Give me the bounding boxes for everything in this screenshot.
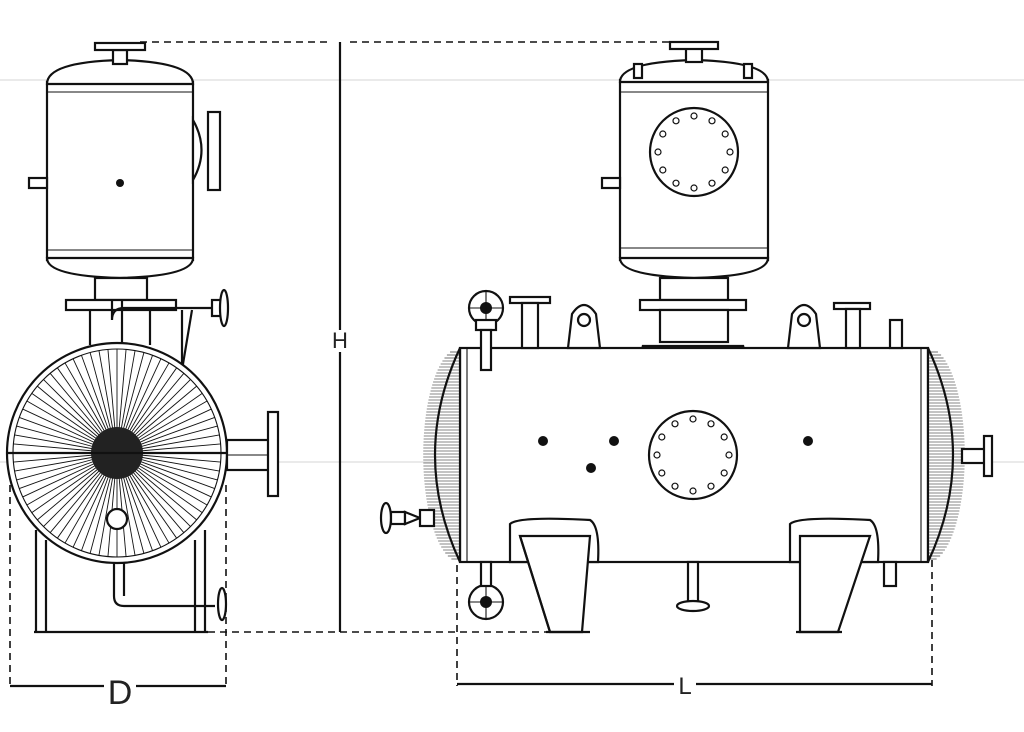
- end-view-support: [34, 530, 228, 634]
- height-dimension-label: H: [332, 328, 348, 353]
- side-view-neck: [638, 276, 748, 360]
- side-view-column: [600, 40, 770, 280]
- side-view-tank: [423, 346, 994, 564]
- end-view-tank: [5, 341, 280, 565]
- end-view: [5, 41, 280, 634]
- end-view-column: [27, 41, 222, 280]
- length-dimension-label: L: [678, 673, 691, 700]
- dimension-lines: [9, 41, 933, 688]
- end-view-neck: [64, 276, 230, 371]
- side-view-top-fittings: [467, 289, 904, 372]
- side-view: [379, 40, 994, 634]
- side-view-bottom-fittings: [379, 501, 898, 621]
- diameter-dimension-label: D: [108, 674, 133, 712]
- side-view-saddles: [508, 517, 880, 634]
